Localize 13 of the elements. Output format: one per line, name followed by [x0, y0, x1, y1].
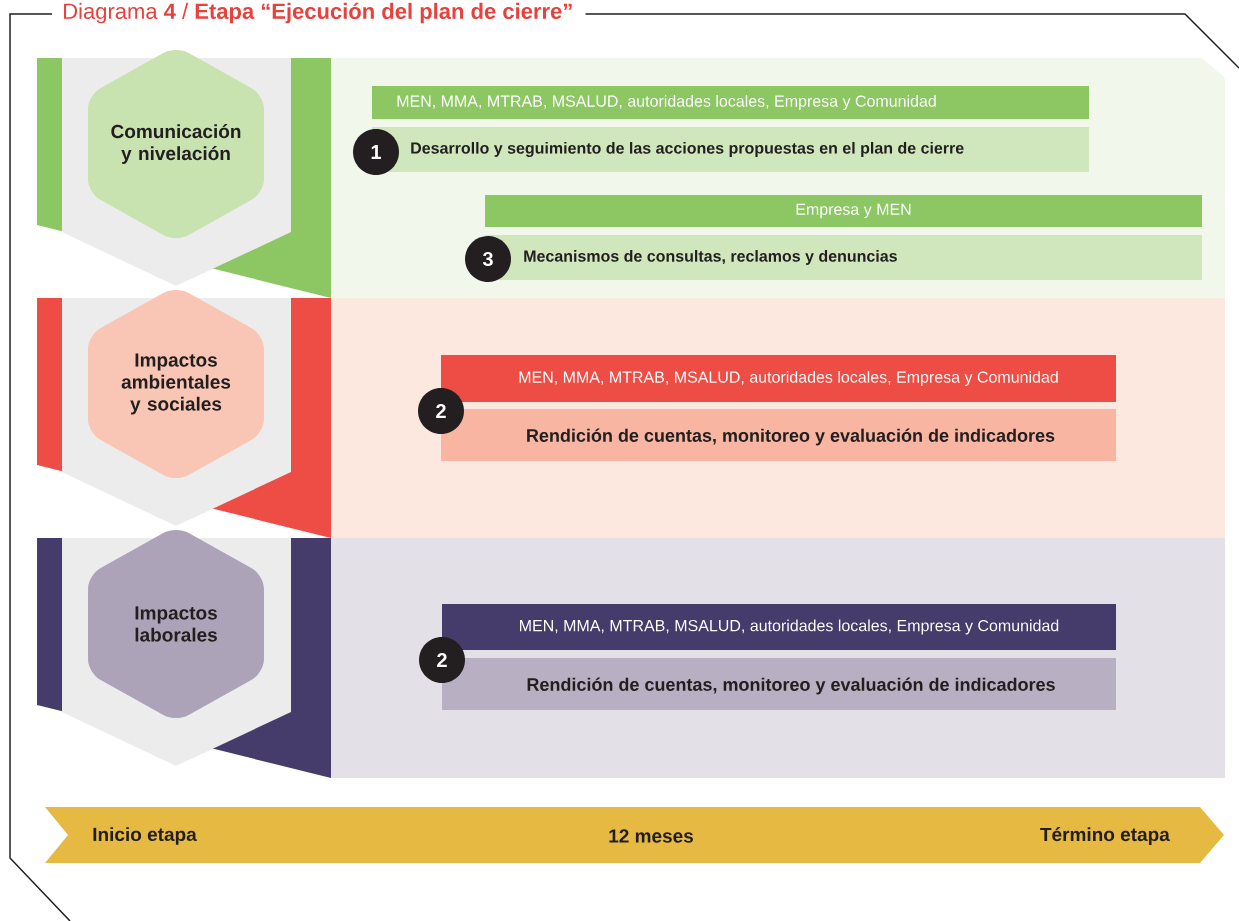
- hexagon: Impactos ambientales y sociales: [88, 290, 264, 478]
- title: Diagrama 4 / Etapa “Ejecución del plan de cierre”: [64, 2, 572, 24]
- step-number: 2: [418, 388, 464, 434]
- step-number: 3: [465, 236, 511, 282]
- actors-bar: MEN, MMA, MTRAB, MSALUD, autoridades locales, Empresa y Comunidad: [441, 355, 1116, 402]
- timeline-labels: Inicio etapa 12 meses Término etapa: [93, 827, 1170, 845]
- actors-bar: MEN, MMA, MTRAB, MSALUD, autoridades locales, Empresa y Comunidad: [372, 86, 1089, 119]
- actors-bar: Empresa y MEN: [485, 195, 1202, 227]
- actors-bar: MEN, MMA, MTRAB, MSALUD, autoridades locales, Empresa y Comunidad: [442, 604, 1116, 650]
- step-number: 1: [353, 129, 399, 175]
- hexagon: Comunicación y nivelación: [88, 50, 264, 238]
- hexagon: Impactos laborales: [88, 530, 264, 718]
- step-number: 2: [419, 637, 465, 683]
